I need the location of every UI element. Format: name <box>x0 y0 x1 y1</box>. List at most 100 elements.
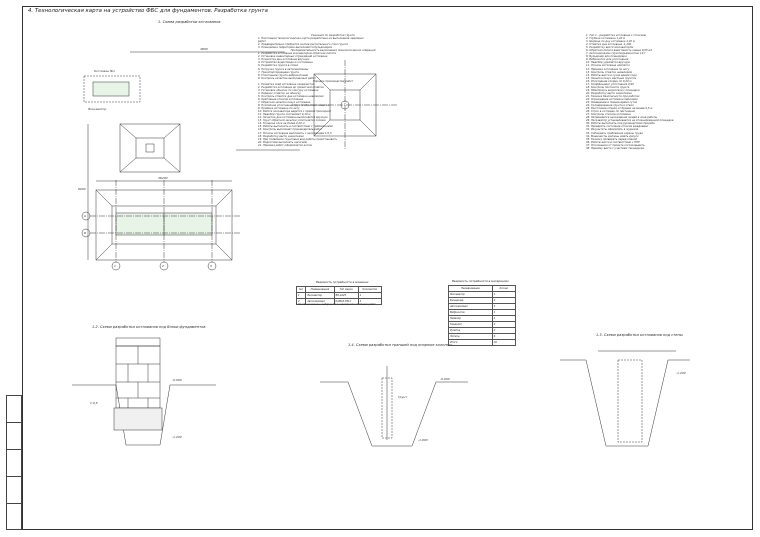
note-line: 33. Соблюдать требования охраны труда <box>586 131 643 135</box>
note-line: 5. Разработку вести экскаватором <box>586 46 634 50</box>
note-line: 18. Разработку вести захватками <box>258 134 304 138</box>
note-line: 20. Водоотлив выполнять насосами <box>258 140 308 144</box>
plan-dim-top: 4800 <box>200 47 208 51</box>
note-line: 2. Установка инвентарных ограждений котл… <box>258 55 328 59</box>
axis-bubble-b <box>81 228 91 238</box>
note-line: 14. Работы вести в сухое время года <box>586 73 637 77</box>
note-line: 4. Отметка дна котлована -1,200 <box>586 43 632 47</box>
caption-plan: 1. Схема разработки котлованов <box>158 20 221 24</box>
note-line: 26. Спуск в котлован по лестницам <box>586 110 635 114</box>
plan-excavator-label: Экскаватор <box>87 107 106 111</box>
note-line: 24. Складирование грунта в отвал <box>586 104 634 108</box>
note-line: Указания по разработке грунта <box>311 34 355 37</box>
note-line: 4. Перенос отметок на обноску <box>258 91 301 95</box>
note-line: 12. Приемка котлована по акту <box>586 67 630 71</box>
trench-section-profile <box>320 381 468 447</box>
note-line: 31. Проверять состояние откосов ежедневн… <box>586 125 649 129</box>
axis-bubble-3 <box>207 261 217 271</box>
note-line: 16. Уплотнение слоями по 0,20 м <box>586 79 632 83</box>
note-line: Последовательность выполнения технологич… <box>290 49 376 53</box>
note-line: 8. Послойное уплотнение грунта обратной … <box>258 104 330 108</box>
note-line: 13. Грунт обратной засыпки уплотняется с… <box>258 119 326 123</box>
pit-small-outline <box>83 75 141 103</box>
note-line: 15. Работы выполнять в соответствии с тр… <box>258 125 333 129</box>
mark-bottom-3: -1.200 <box>676 371 686 375</box>
note-line: 10. Недобор удаляется вручную <box>586 61 631 65</box>
note-line: 7. Автосамосвалы грузоподъемностью 10 т <box>586 52 646 56</box>
note-line: 21. Приемка работ оформляется актом <box>258 143 312 147</box>
note-line: 18. Контроль плотности грунта <box>586 85 630 89</box>
note-line: 5. Контроль отметок дна котлована нивели… <box>258 94 324 98</box>
note-line: 15. Засыпка пазух местным грунтом <box>586 76 637 80</box>
table-cell: 3 <box>357 298 383 305</box>
note-line: 4. Устройство водоотвода из котлована <box>258 61 313 65</box>
note-line: 1. Разработка котлована экскаватором обр… <box>258 52 336 56</box>
note-line: 6. Обратная лопата вместимость ковша 0,6… <box>586 49 653 53</box>
caption-pit-section: 1.2. Схема разработки котлованов под бло… <box>92 325 206 329</box>
note-line: 13. Контроль отметок нивелиром <box>586 70 633 74</box>
axis-bubble-1 <box>111 261 121 271</box>
note-line: 30. Работы выполнять под руководством пр… <box>586 122 655 126</box>
note-line: 17. Откосы котлована выполнить с заложен… <box>258 131 332 135</box>
note-line: 16. Контроль выполняет производитель раб… <box>258 128 323 132</box>
note-line: 6. Крепление откосов котлована <box>258 97 304 101</box>
slope-label: 1:0,5 <box>90 401 98 405</box>
note-line: 29. Экскаватор устанавливается на сплани… <box>586 119 674 123</box>
note-line: 11. Недобор грунта составляет 0,10 м <box>258 113 311 117</box>
axis-bubble-a <box>81 211 91 221</box>
note-line: 9. Приемка котлована по акту <box>258 107 300 111</box>
right-section-profile <box>560 359 690 447</box>
plan-dim-left: 6000 <box>78 187 86 191</box>
drawing-frame <box>22 6 753 530</box>
block-stack-top <box>115 337 161 347</box>
note-line: 2. Разработка котлована до проектной отм… <box>258 85 324 89</box>
note-line: 32. Результаты оформлять в журнале <box>586 128 639 132</box>
note-line: 12. Зачистка дна котлована выполняется в… <box>258 116 328 120</box>
mark-top-1: -0.000 <box>172 378 182 382</box>
materials-table-title: Ведомость потребности в материалах <box>452 279 509 283</box>
note-line: 8. Бульдозер для планировки <box>586 55 627 59</box>
note-line: 9. Контроль качества выполненных работ <box>258 76 316 80</box>
note-line: 37. Отклонения от проекта согласовывать <box>586 143 645 147</box>
note-line: 7. Обратная засыпка пазух котлована <box>258 101 311 105</box>
note-line: 3. Подчистка дна котлована вручную <box>258 58 310 62</box>
note-line: 10. Работа экскаватора ведется с прямой … <box>258 110 331 114</box>
mark-bottom-2: -1.600 <box>418 438 428 442</box>
ground-label: Грунт <box>398 395 407 399</box>
note-line: 21. Техника безопасности при работах <box>586 94 640 98</box>
note-line: 3. Ширина по дну котлована 4,20 м <box>586 40 635 44</box>
note-line: 20. Разработку вести захватками <box>586 91 632 95</box>
page-title: 4. Технологическая карта на устройство Ф… <box>28 8 268 14</box>
note-line: 5. Разработка грунта в отвал <box>258 64 299 68</box>
note-line: 19. При появлении грунтовых вод работы п… <box>258 137 338 141</box>
note-line: 14. Толщина слоя не более 0,20 м <box>258 122 305 126</box>
caption-trench-section: 1.4. Схема разработки траншей под опорны… <box>348 343 452 347</box>
note-line: 11. Откосы котлована крепятся <box>586 64 630 68</box>
table-cell: Итого <box>448 339 493 346</box>
axis-label-2: 2 <box>162 264 164 268</box>
note-line: 1. Настоящая технологическая карта разра… <box>258 37 364 41</box>
note-line: 27. Контроль откосов котлована <box>586 113 631 117</box>
caption-right-section: 1.3. Схема разработки котлованов под сте… <box>596 333 683 337</box>
note-line: 38. Приемку вести с участием технадзора <box>586 146 645 150</box>
note-line: работ <box>258 40 266 44</box>
note-line: 34. Машинисты должны иметь допуск <box>586 134 639 138</box>
note-line: 1. Тип 1 - разработка котлована с откоса… <box>586 34 647 37</box>
note-line: Порядок производства работ <box>312 79 354 83</box>
machines-table-title: Ведомость потребности в машинах <box>316 280 369 284</box>
note-line: 23. Освещение в темное время суток <box>586 101 638 105</box>
notes-column-2: 1. Тип 1 - разработка котлована с откоса… <box>586 34 746 150</box>
pit-slope-inner <box>135 137 165 159</box>
table-cell: 2 <box>295 298 307 305</box>
axis-label-1: 1 <box>114 264 116 268</box>
note-line: 25. Расстояние отвала от бровки не менее… <box>586 107 653 111</box>
mark-bottom-1: -1.200 <box>172 435 182 439</box>
note-line: 17. Коэффициент уплотнения 0,95 <box>586 82 634 86</box>
axis-label-b: Б <box>84 231 86 235</box>
note-line: 2. Глубина котлована 1,20 м <box>586 37 626 41</box>
